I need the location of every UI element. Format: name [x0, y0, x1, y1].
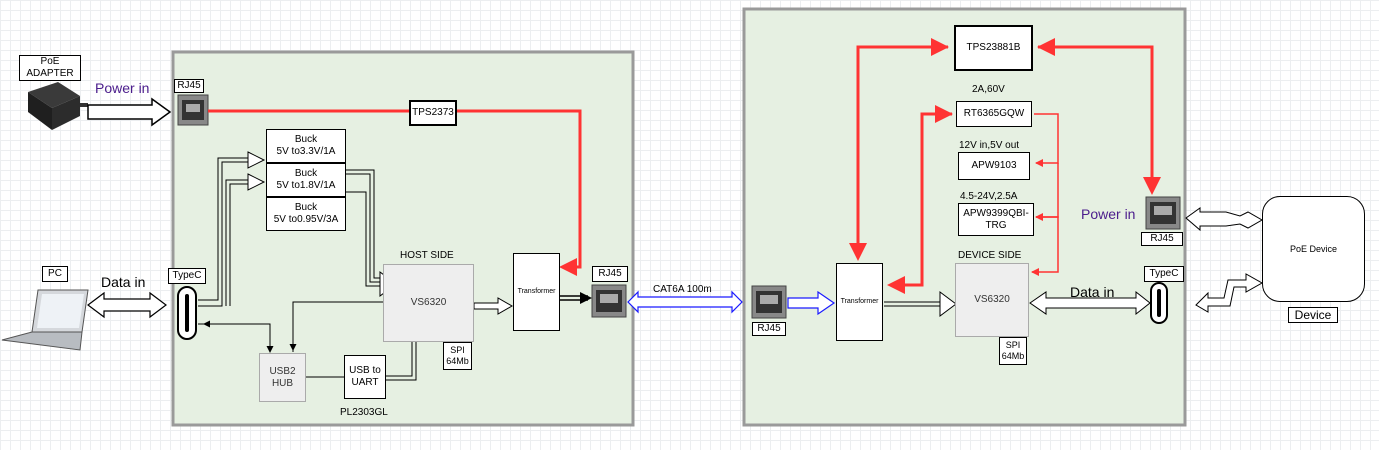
power-line-host [208, 109, 582, 276]
rj45-left-top-label: RJ45 [174, 79, 204, 93]
spi-device-flash: SPI 64Mb [999, 337, 1027, 365]
apw9103-spec: 12V in,5V out [959, 140, 1020, 151]
hollow-arrowhead [247, 151, 266, 169]
poe-device-box: PoE Device [1262, 196, 1365, 302]
data-in-left-arrow [87, 291, 167, 319]
power-in-right-label: Power in [1081, 206, 1136, 222]
apw9399-chip: APW9399QBI- TRG [958, 203, 1034, 236]
rj45-right-label: RJ45 [1141, 232, 1183, 246]
buck-to-vs6320 [346, 169, 382, 287]
rj45-to-poe-device-arrow [1185, 207, 1264, 232]
rj45-device-in-label: RJ45 [752, 322, 786, 336]
typec-right-label: TypeC [1144, 266, 1184, 282]
rj45-icon [1145, 196, 1181, 230]
rt6365-spec: 2A,60V [972, 84, 1005, 95]
transformer-device: Transformer [836, 263, 883, 341]
cat6a-cable-arrow [627, 290, 743, 314]
buck-0v95: Buck 5V to0.95V/3A [266, 197, 346, 231]
power-in-left-label: Power in [95, 80, 150, 96]
apw9399-spec: 4.5-24V,2.5A [960, 191, 1018, 202]
typec-port-icon [177, 286, 197, 340]
poe-adapter-icon [28, 82, 88, 130]
uart-to-vs6320 [386, 340, 417, 381]
typec-left-label: TypeC [168, 268, 206, 284]
typec-to-poe-device-arrow [1195, 273, 1264, 313]
vs-to-transformer-arrow [473, 297, 514, 315]
power-in-arrow [87, 97, 172, 127]
typec-port-icon [1150, 282, 1168, 324]
transformer-to-vs6320 [884, 301, 944, 307]
data-in-left-label: Data in [101, 274, 146, 290]
rail-rt-to-apw9103 [1034, 113, 1059, 167]
rj45-icon [591, 284, 627, 318]
rj45-icon [751, 285, 787, 319]
transformer-host: Transformer [513, 253, 560, 331]
vs6320-host-chip: VS6320 [383, 264, 474, 342]
device-label: Device [1288, 307, 1338, 323]
apw9103-chip: APW9103 [958, 152, 1030, 180]
pc-label: PC [42, 266, 68, 282]
buck-1v8: Buck 5V to1.8V/1A [266, 163, 346, 197]
data-in-right-arrow [1029, 290, 1151, 316]
poe-adapter-label: PoE ADAPTER [19, 55, 81, 81]
hollow-arrowhead [939, 291, 957, 317]
cat6a-label: CAT6A 100m [653, 284, 712, 295]
rail-to-vs6320-device [1031, 216, 1059, 276]
rt6365-chip: RT6365GQW [956, 101, 1032, 127]
spi-host-flash: SPI 64Mb [443, 342, 472, 370]
rj45-icon [177, 94, 209, 126]
pl2303gl-label: PL2303GL [340, 407, 388, 418]
tps23881b-chip: TPS23881B [954, 25, 1033, 71]
usb2-hub-chip: USB2 HUB [259, 353, 306, 402]
buck-3v3: Buck 5V to3.3V/1A [266, 129, 346, 163]
vs6320-device-chip: VS6320 [955, 263, 1029, 337]
usb-power-to-bucks [198, 157, 248, 307]
data-in-right-label: Data in [1070, 284, 1115, 300]
device-side-label: DEVICE SIDE [958, 250, 1022, 261]
hollow-arrowhead [247, 173, 266, 191]
rj45-host-out-label: RJ45 [592, 266, 628, 282]
laptop-icon [1, 289, 89, 351]
hollow-arrowhead [580, 292, 592, 304]
usb-power-to-buck2 [225, 179, 248, 306]
rj45-to-transformer-arrow [787, 290, 836, 316]
host-panel [171, 50, 635, 427]
tps2373-chip: TPS2373 [409, 100, 457, 126]
usb-to-uart-chip: USB to UART [344, 355, 386, 399]
host-side-label: HOST SIDE [400, 250, 454, 261]
